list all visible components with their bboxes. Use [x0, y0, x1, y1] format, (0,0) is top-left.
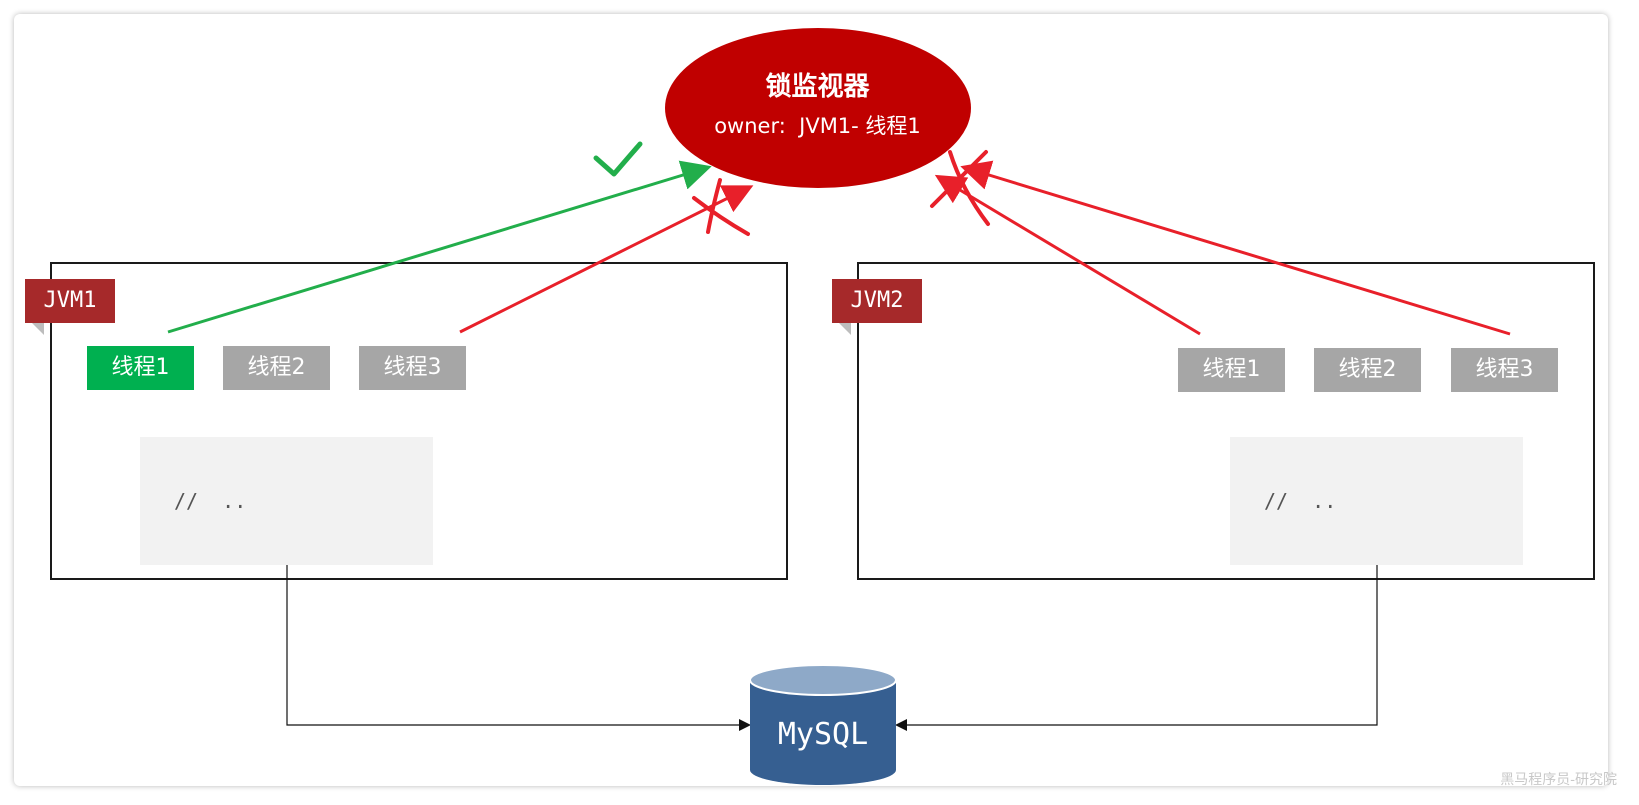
- jvm2-label: JVM2: [832, 279, 922, 323]
- jvm1-thread-1: 线程1: [87, 346, 194, 390]
- jvm2-db-connection: [895, 565, 1378, 731]
- cross-mark-icon: [930, 150, 990, 226]
- database-label: MySQL: [777, 717, 869, 752]
- jvm2-thread-3: 线程3: [1451, 348, 1558, 392]
- jvm1-thread-2: 线程2: [223, 346, 330, 390]
- jvm2-tag-fold: [839, 323, 851, 335]
- acquire-arrow-jvm1-thread1: [167, 160, 712, 334]
- lock-monitor-title: 锁监视器: [765, 72, 870, 102]
- fail-arrow-jvm2-thread3: [960, 160, 1511, 336]
- watermark-text: 黑马程序员-研究院: [1500, 772, 1617, 788]
- jvm2-code-block: // ..: [1230, 437, 1523, 565]
- jvm1-label: JVM1: [25, 279, 115, 323]
- mysql-database-icon: [749, 664, 897, 785]
- check-mark-icon: [593, 141, 643, 177]
- fail-arrow-jvm1-thread3: [459, 185, 754, 334]
- jvm2-thread-1: 线程1: [1178, 348, 1285, 392]
- cross-mark-icon: [692, 178, 750, 236]
- jvm2-code-text: // ..: [1264, 489, 1337, 513]
- jvm1-tag-fold: [32, 323, 44, 335]
- lock-monitor-owner: owner: JVM1- 线程1: [714, 114, 921, 138]
- lock-monitor-ellipse: [665, 28, 971, 188]
- jvm1-code-text: // ..: [174, 489, 247, 513]
- fail-arrow-jvm2-thread1: [934, 174, 1201, 336]
- jvm2-thread-2: 线程2: [1314, 348, 1421, 392]
- jvm1-thread-3: 线程3: [359, 346, 466, 390]
- jvm1-code-block: // ..: [140, 437, 433, 565]
- jvm1-db-connection: [286, 565, 751, 731]
